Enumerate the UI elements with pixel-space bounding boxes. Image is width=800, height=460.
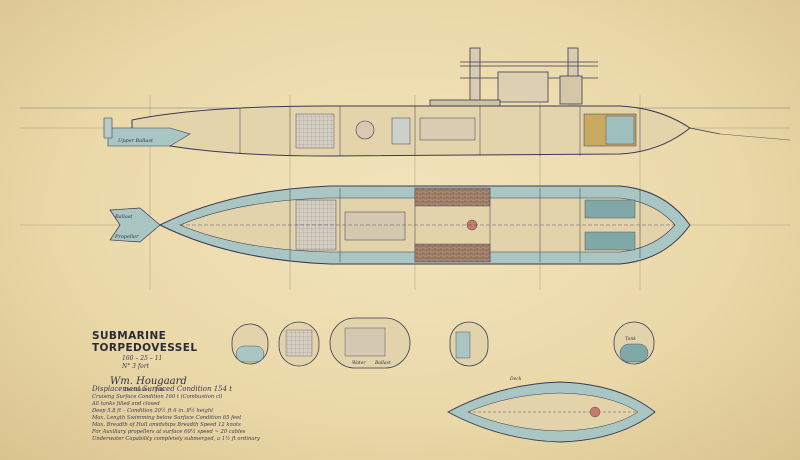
- designer-signature: Wm. Hougaard: [110, 376, 187, 387]
- title-block: SUBMARINE TORPEDOVESSEL 160 – 25 – 11 N°…: [92, 330, 242, 393]
- side-elevation: Upper Ballast: [103, 47, 791, 157]
- label-deck: Deck: [509, 376, 522, 382]
- plan-view: Ballast Propeller: [109, 185, 691, 265]
- label-plan-tail: Propeller: [114, 234, 139, 240]
- notes-heading: Displacement Surfaced Condition 154 t: [92, 385, 233, 393]
- note-line: All tanks filled and closed: [92, 401, 160, 407]
- note-line: Underwater Capability completely submerg…: [92, 436, 260, 442]
- drawing-subtitle-1: 160 – 25 – 11: [122, 355, 163, 362]
- label-lower-tank: Upper Ballast: [118, 138, 154, 144]
- label-section-water: Water: [352, 360, 366, 366]
- note-line: For Auxiliary propellers at surface 60½ …: [92, 429, 246, 435]
- note-line: Max. Length Swimming below Surface Condi…: [92, 415, 242, 421]
- specification-notes: Displacement Surfaced Condition 154 t Cr…: [92, 386, 342, 443]
- drawing-subtitle-2: N° 3 fort: [122, 363, 149, 370]
- note-line: Cruising Surface Condition 160 t (Combus…: [92, 394, 223, 400]
- label-section-tank: Tank: [625, 336, 636, 342]
- note-line: Deep 5.8 ft – Condition 20½ ft 6 in. 8½ …: [92, 408, 214, 414]
- signature-date: December 1886: [124, 387, 165, 393]
- drawing-title: SUBMARINE TORPEDOVESSEL: [92, 330, 198, 354]
- label-tail-tank: Ballast: [114, 214, 133, 220]
- label-section-ballast: Ballast: [374, 360, 391, 366]
- note-line: Max. Breadth of Hull amidships Breadth S…: [92, 422, 241, 428]
- cross-sections: Water Ballast Tank: [231, 317, 655, 369]
- deck-view: Deck: [447, 376, 656, 443]
